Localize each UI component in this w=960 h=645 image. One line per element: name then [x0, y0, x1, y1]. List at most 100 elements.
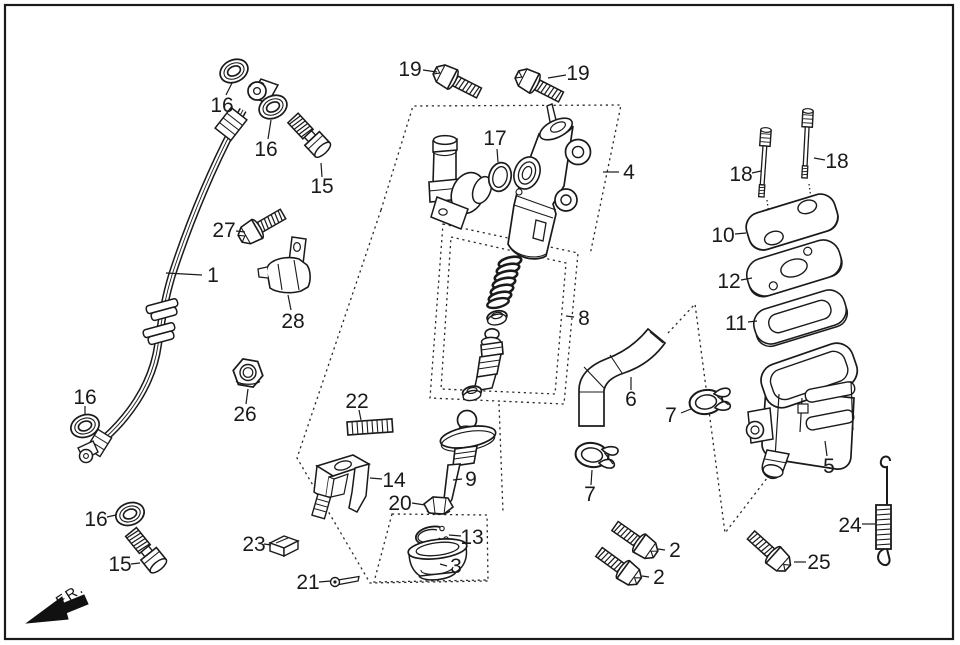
pin-21-part [329, 575, 360, 588]
leader [565, 315, 575, 318]
hose-grommet-a [145, 298, 179, 322]
leader [263, 543, 272, 546]
reservoir-grip-bar-b [805, 409, 855, 431]
leader [452, 478, 463, 481]
callout-oring-17: 17 [483, 127, 506, 150]
master-cylinder-part [428, 103, 592, 260]
group-box-8-outer [429, 223, 579, 405]
leader [369, 477, 383, 480]
callout-clevis-14: 14 [382, 469, 406, 492]
callout-hose-1: 1 [207, 264, 219, 287]
callout-piston-set-8: 8 [578, 307, 590, 330]
leader [496, 148, 499, 163]
callout-clip-23: 23 [242, 533, 265, 556]
callout-washer-16-top: 16 [210, 94, 233, 117]
reservoir-cap-part [745, 193, 839, 251]
leader [287, 294, 292, 311]
callout-bolt-19-left: 19 [398, 58, 421, 81]
leader [318, 580, 332, 583]
group-box-3-13 [373, 513, 489, 583]
reservoir-part [745, 342, 859, 480]
callout-spring-24: 24 [838, 514, 862, 537]
leader [590, 469, 593, 486]
oring-17-part [487, 161, 513, 193]
callout-clip-7-left: 7 [584, 483, 596, 506]
leader [448, 534, 462, 537]
leader [641, 575, 650, 578]
leader [130, 562, 141, 565]
group-funnel-outline [296, 209, 490, 584]
leader [320, 162, 323, 178]
hose-crimp-upper [214, 106, 248, 142]
push-rod-part [439, 409, 497, 503]
callout-circlip-13: 13 [460, 526, 483, 549]
callout-washer-16-lower-a: 16 [73, 386, 96, 409]
leader [165, 272, 203, 276]
boot-part [407, 538, 468, 581]
callout-plate-12: 12 [717, 270, 740, 293]
leader [547, 74, 567, 79]
callout-diaphragm-11: 11 [725, 312, 747, 335]
callout-boot-3: 3 [450, 555, 462, 578]
callout-cap-10: 10 [711, 224, 734, 247]
callout-hose-joint-6: 6 [625, 388, 637, 411]
callout-oil-bolt-15-upper: 15 [310, 175, 333, 198]
callout-bolt-27: 27 [212, 219, 235, 242]
leader [245, 388, 249, 405]
callout-reservoir-5: 5 [823, 455, 835, 478]
callout-pin-21: 21 [296, 571, 319, 594]
callout-labels: 16 16 15 19 19 17 4 27 28 1 26 8 16 16 1… [73, 58, 862, 594]
cap-plate-part [745, 239, 843, 298]
callout-bolt-19-right: 19 [566, 62, 589, 85]
adjuster-rod-part [346, 418, 394, 436]
leader-lines [84, 69, 875, 583]
leader [824, 440, 828, 457]
callout-oil-bolt-15-lower: 15 [108, 553, 131, 576]
clip-23-part [268, 535, 300, 558]
callout-screw-18-left: 18 [729, 163, 752, 186]
callout-bolt-25: 25 [807, 551, 830, 574]
callout-screw-18-right: 18 [825, 150, 848, 173]
callout-clamp-28: 28 [281, 310, 304, 333]
piston-set-part [461, 254, 523, 402]
leader [225, 82, 233, 96]
leader [422, 69, 438, 73]
leader [411, 502, 426, 506]
clevis-joint-part [311, 454, 371, 520]
callout-push-rod-9: 9 [465, 468, 477, 491]
spring-24-part [875, 455, 892, 567]
callout-adjuster-rod-22: 22 [345, 390, 368, 413]
leader [734, 232, 747, 235]
fr-arrow-head [25, 596, 69, 624]
leader [813, 157, 826, 161]
callout-clip-7-right: 7 [665, 404, 677, 427]
leader [680, 408, 692, 414]
leader [747, 320, 758, 323]
leader [106, 514, 117, 518]
callout-bolt-2-upper: 2 [669, 539, 681, 562]
clevis-ribbed-end [311, 493, 332, 520]
leader [235, 230, 246, 233]
nut-20-part [422, 496, 455, 515]
leader [439, 563, 448, 567]
leader [657, 548, 666, 551]
leader [267, 119, 272, 140]
diaphragm-part [752, 289, 849, 348]
leader [358, 409, 362, 421]
clamp-28-part [257, 236, 311, 294]
callout-washer-16-lower-b: 16 [84, 508, 107, 531]
leader [740, 277, 753, 281]
nut-26-part [232, 357, 264, 389]
callout-master-cylinder-4: 4 [623, 161, 635, 184]
callout-washer-16-upper: 16 [254, 138, 277, 161]
hose-grommet-b [142, 322, 176, 346]
callout-nut-20: 20 [388, 492, 411, 515]
reservoir-grip-bar-a [804, 381, 856, 403]
leader [751, 170, 762, 174]
brake-hose-part [77, 78, 280, 464]
callout-nut-26: 26 [233, 403, 256, 426]
group-line-pushrod [498, 403, 504, 514]
callout-bolt-2-lower: 2 [653, 566, 665, 589]
